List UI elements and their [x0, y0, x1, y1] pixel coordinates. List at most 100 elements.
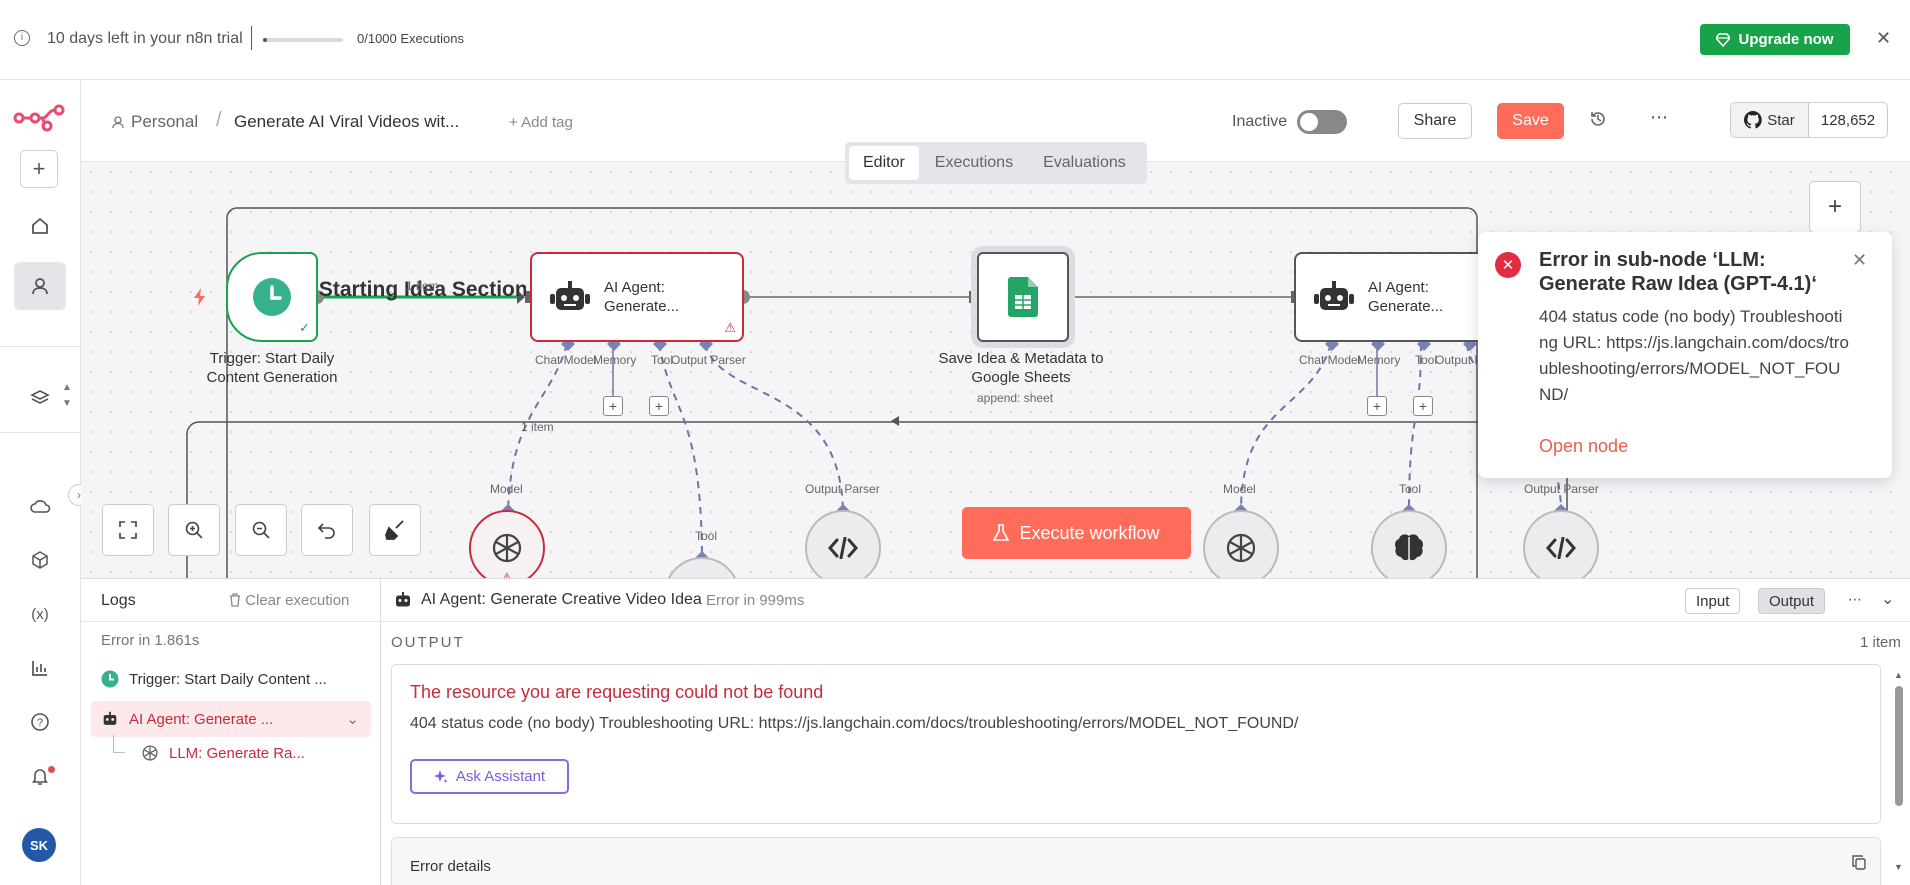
llm-subnode-2[interactable]	[1203, 510, 1279, 578]
output-scrollbar[interactable]: ▲ ▼	[1894, 670, 1903, 872]
bell-icon[interactable]	[14, 752, 66, 800]
error-heading: The resource you are requesting could no…	[410, 682, 824, 702]
add-tool-button[interactable]: +	[649, 396, 669, 416]
add-node-button[interactable]: +	[1809, 181, 1861, 233]
share-button[interactable]: Share	[1398, 103, 1472, 139]
more-options-icon[interactable]: ⋯	[1650, 107, 1669, 127]
github-star-button[interactable]: Star 128,652	[1730, 102, 1888, 138]
openai-icon	[142, 745, 158, 761]
chat-model-port-label: Chat Model	[535, 353, 597, 367]
copy-icon[interactable]	[1852, 855, 1866, 870]
chevron-down-icon[interactable]: ⌄	[346, 711, 359, 728]
insights-icon[interactable]	[14, 644, 66, 692]
undo-icon	[318, 523, 335, 539]
add-tag-button[interactable]: + Add tag	[509, 114, 573, 131]
undo-button[interactable]	[301, 504, 353, 556]
layers-icon[interactable]	[14, 374, 66, 422]
tab-evaluations[interactable]: Evaluations	[1043, 154, 1126, 171]
selected-node-status: Error in 999ms	[706, 592, 805, 609]
brain-icon	[1395, 534, 1423, 561]
cloud-icon[interactable]	[14, 482, 66, 530]
error-details-label: Error details	[410, 858, 491, 875]
fit-view-button[interactable]	[102, 504, 154, 556]
add-memory-button[interactable]: +	[603, 396, 623, 416]
save-button[interactable]: Save	[1497, 103, 1564, 139]
personal-icon[interactable]	[14, 262, 66, 310]
openai-icon	[1226, 533, 1256, 563]
ask-assistant-button[interactable]: Ask Assistant	[410, 759, 569, 794]
log-row-llm[interactable]: LLM: Generate Ra...	[131, 735, 371, 771]
info-icon: i	[14, 30, 30, 46]
output-panel: AI Agent: Generate Creative Video Idea E…	[381, 578, 1910, 885]
google-sheets-operation: append: sheet	[977, 391, 1054, 405]
zoom-in-icon	[185, 521, 203, 539]
home-icon[interactable]	[14, 202, 66, 250]
add-tool-button-2[interactable]: +	[1413, 396, 1433, 416]
logs-panel: Logs Clear execution Error in 1.861s Tri…	[81, 578, 381, 885]
flask-icon	[993, 524, 1010, 541]
llm-subnode[interactable]: ⚠	[469, 510, 545, 578]
think-tool-subnode[interactable]	[1371, 510, 1447, 578]
execution-summary: Error in 1.861s	[101, 632, 200, 649]
robot-icon	[396, 592, 410, 607]
output-items-count: 1 item	[1860, 634, 1901, 651]
upgrade-button[interactable]: Upgrade now	[1700, 24, 1850, 55]
zoom-out-button[interactable]	[235, 504, 287, 556]
execute-workflow-button[interactable]: Execute workflow	[962, 507, 1191, 559]
ai-agent-node-2[interactable]: AI Agent: Generate...	[1294, 252, 1494, 342]
chevron-down-icon[interactable]: ⌄	[1881, 591, 1895, 608]
ai-agent-node[interactable]: AI Agent: Generate... ⚠	[530, 252, 744, 342]
google-sheets-node[interactable]	[971, 246, 1075, 348]
google-sheets-node-label: Save Idea & Metadata to Google Sheets	[938, 350, 1104, 386]
zoom-in-button[interactable]	[168, 504, 220, 556]
tab-editor[interactable]: Editor	[849, 146, 919, 180]
variables-icon[interactable]: (x)	[31, 605, 49, 623]
log-row-trigger[interactable]: Trigger: Start Daily Content ...	[91, 661, 371, 697]
clear-execution-button[interactable]: Clear execution	[229, 592, 349, 609]
fit-view-icon	[119, 521, 137, 539]
code-icon	[1546, 537, 1576, 559]
banner-divider	[251, 26, 252, 50]
executions-count: 0/1000 Executions	[357, 31, 464, 46]
avatar[interactable]: SK	[22, 828, 56, 862]
log-row-ai-agent[interactable]: AI Agent: Generate ... ⌄	[91, 701, 371, 737]
error-details-section[interactable]: Error details	[391, 837, 1881, 885]
tool-port-label: Tool	[651, 353, 674, 367]
scroll-arrows-icon[interactable]: ▲▼	[62, 382, 72, 409]
code-icon	[828, 537, 858, 559]
status-label: Inactive	[1232, 113, 1288, 130]
output-parser-subnode[interactable]	[805, 510, 881, 578]
breadcrumb-project[interactable]: Personal	[131, 112, 199, 131]
templates-icon[interactable]	[14, 536, 66, 584]
view-tabs: Editor Executions Evaluations	[845, 142, 1147, 184]
create-button[interactable]: +	[20, 150, 58, 188]
sticky-note-title[interactable]: : Starting Idea Section	[306, 278, 526, 301]
workflow-name[interactable]: Generate AI Viral Videos wit...	[234, 112, 460, 131]
output-toggle-button[interactable]: Output	[1758, 588, 1826, 614]
open-node-link[interactable]: Open node	[1539, 436, 1629, 456]
tab-executions[interactable]: Executions	[934, 154, 1014, 171]
more-options-icon[interactable]: ⋯	[1848, 591, 1862, 607]
model-port-label-2: Model	[1223, 482, 1256, 496]
output-parser-subnode-2[interactable]	[1523, 510, 1599, 578]
warning-icon: ⚠	[724, 320, 736, 335]
trigger-node[interactable]: ✓	[226, 252, 318, 342]
svg-text:?: ?	[37, 717, 43, 729]
input-toggle-button[interactable]: Input	[1685, 588, 1741, 614]
add-memory-button-2[interactable]: +	[1367, 396, 1387, 416]
clock-icon	[101, 670, 119, 688]
trigger-node-label: Trigger: Start Daily Content Generation	[206, 350, 338, 386]
error-detail: 404 status code (no body) Troubleshootin…	[410, 715, 1299, 732]
help-icon[interactable]: ?	[14, 698, 66, 746]
items-count-label-2: 1 item	[521, 420, 554, 434]
robot-icon	[1314, 281, 1354, 310]
breadcrumb-separator: /	[216, 109, 222, 131]
ai-agent-node-title: AI Agent:	[604, 279, 665, 296]
history-icon[interactable]	[1589, 110, 1607, 128]
close-banner-icon[interactable]: ✕	[1876, 28, 1892, 48]
tidy-up-button[interactable]	[369, 504, 421, 556]
zoom-out-icon	[252, 521, 270, 539]
active-toggle[interactable]	[1297, 110, 1347, 134]
github-star-count: 128,652	[1820, 111, 1876, 129]
close-toast-icon[interactable]: ✕	[1852, 250, 1868, 270]
